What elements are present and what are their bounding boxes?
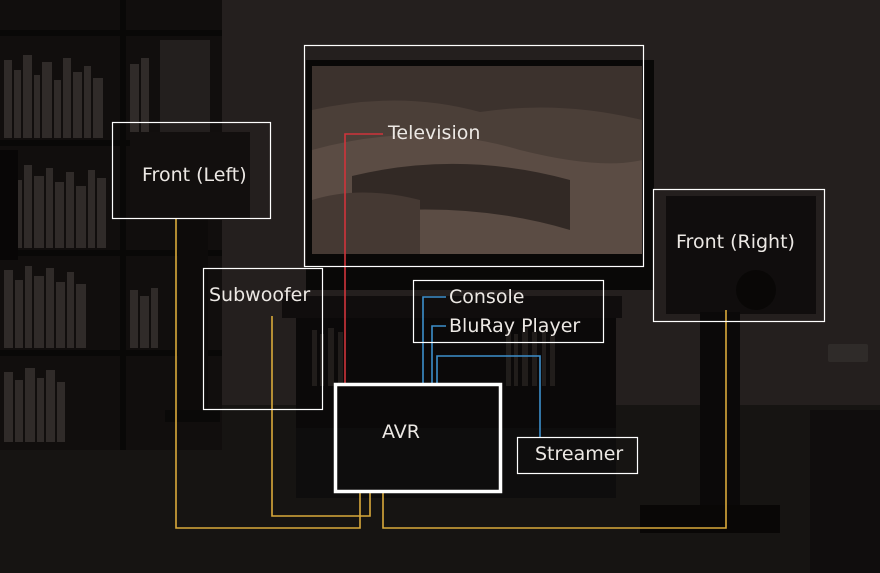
avr-box — [333, 382, 503, 494]
cable-front-right — [382, 310, 727, 529]
front-right-box — [652, 188, 826, 323]
cable-console — [422, 296, 446, 384]
sources-box — [412, 279, 605, 344]
tv-cabinet-photo — [282, 296, 622, 498]
television-box — [303, 44, 645, 268]
front-left-box — [111, 121, 272, 220]
streamer-box — [516, 436, 639, 475]
front-left-speaker-photo — [130, 132, 250, 422]
cable-bluray — [431, 325, 446, 384]
cable-streamer — [436, 355, 541, 438]
cable-television — [344, 133, 383, 384]
subwoofer-label: Subwoofer — [209, 284, 311, 306]
television-label: Television — [388, 122, 481, 144]
console-label: Console — [449, 286, 525, 308]
front-right-label: Front (Right) — [676, 231, 795, 253]
cables — [175, 133, 727, 529]
wall-socket — [828, 344, 868, 362]
subwoofer-box — [202, 267, 324, 411]
cable-front-left — [175, 218, 361, 529]
tv-photo — [306, 60, 654, 290]
streamer-label: Streamer — [535, 443, 624, 465]
floor-object — [810, 410, 880, 573]
bluray-label: BluRay Player — [449, 315, 581, 337]
cable-subwoofer — [271, 316, 371, 517]
avr-label: AVR — [382, 421, 420, 443]
front-left-label: Front (Left) — [142, 164, 247, 186]
device-boxes — [111, 44, 826, 494]
